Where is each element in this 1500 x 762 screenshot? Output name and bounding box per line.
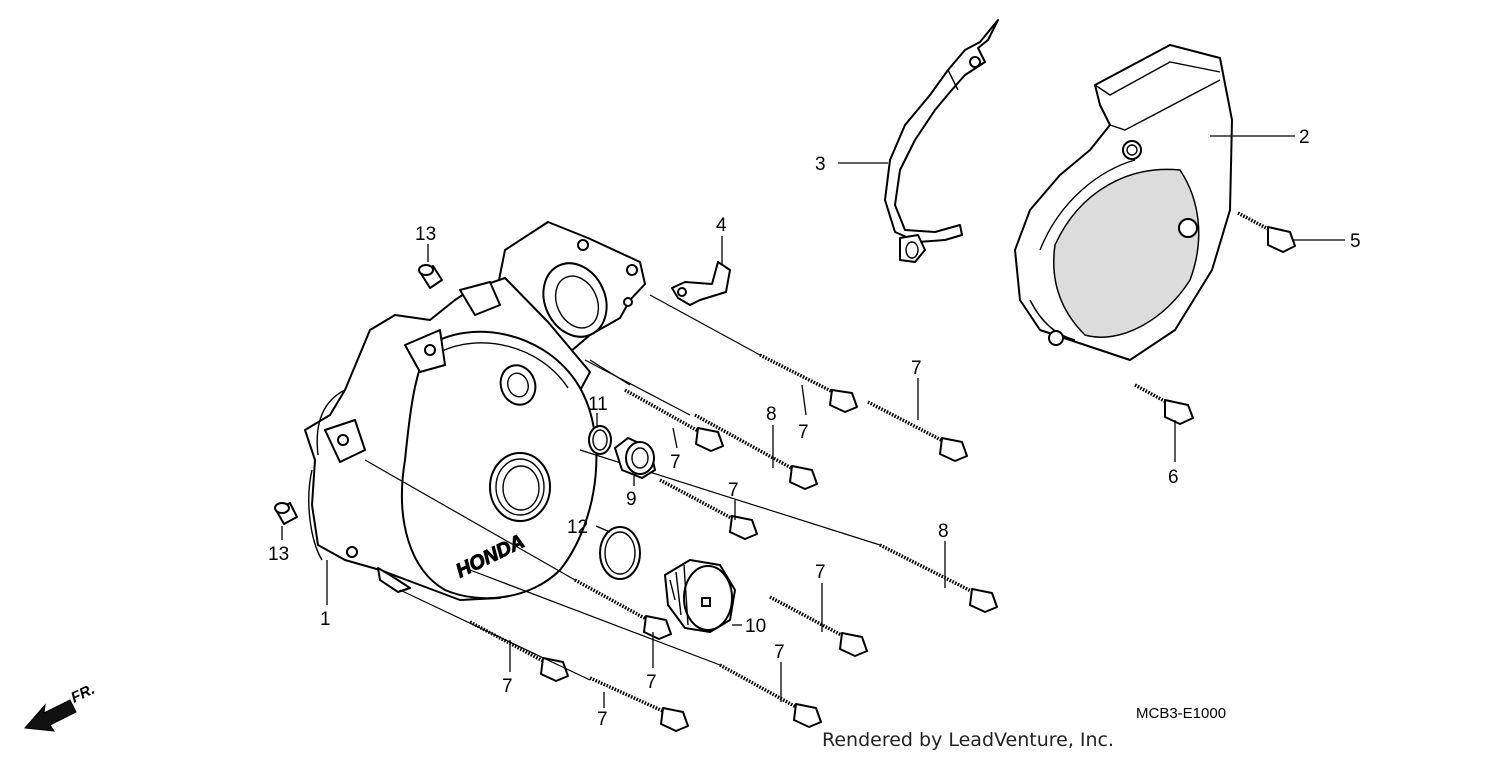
dowel-13-lower[interactable] [274,502,298,525]
diagram-code: MCB3-E1000 [1136,705,1226,722]
callout-7c: 7 [670,452,681,473]
front-label: FR. [68,681,97,707]
callout-6: 6 [1168,467,1179,488]
callout-7g: 7 [646,672,657,693]
callout-4: 4 [716,215,727,236]
callout-1: 1 [320,609,331,630]
front-direction-arrow: FR. [23,681,97,732]
callout-13-upper: 13 [415,224,436,245]
callout-7a: 7 [911,358,922,379]
callout-7h: 7 [502,676,513,697]
render-credit: Rendered by LeadVenture, Inc. [822,729,1114,751]
callout-12: 12 [567,517,588,538]
o-ring-11[interactable] [588,425,612,455]
callout-11: 11 [588,394,608,415]
callout-7d: 7 [728,480,739,501]
sprocket-cover[interactable] [1014,44,1233,361]
callout-9: 9 [626,489,637,510]
bolt-5[interactable] [1237,211,1296,253]
callouts: 2 3 4 5 6 13 13 1 7 7 8 7 11 9 7 12 8 7 … [268,127,1361,730]
callout-8b: 8 [938,521,949,542]
plug-9[interactable] [614,437,656,479]
callout-5: 5 [1350,231,1361,252]
bolt-6[interactable] [1134,383,1194,425]
o-ring-12[interactable] [599,526,641,580]
callout-8a: 8 [766,404,777,425]
leader-lines [281,135,1345,708]
callout-13-lower: 13 [268,544,289,565]
callout-10: 10 [745,616,766,637]
left-crankcase-cover[interactable]: HONDA [304,221,646,601]
callout-2: 2 [1299,127,1310,148]
callout-3: 3 [815,154,826,175]
clip-bracket[interactable] [671,261,731,306]
bolts-7-8[interactable] [364,294,998,732]
callout-7e: 7 [815,562,826,583]
callout-7f: 7 [774,642,785,663]
guard-bracket[interactable] [884,19,999,263]
callout-7b: 7 [798,422,809,443]
callout-7i: 7 [597,709,608,730]
dowel-13-upper[interactable] [418,264,443,289]
plug-10[interactable] [664,559,736,633]
